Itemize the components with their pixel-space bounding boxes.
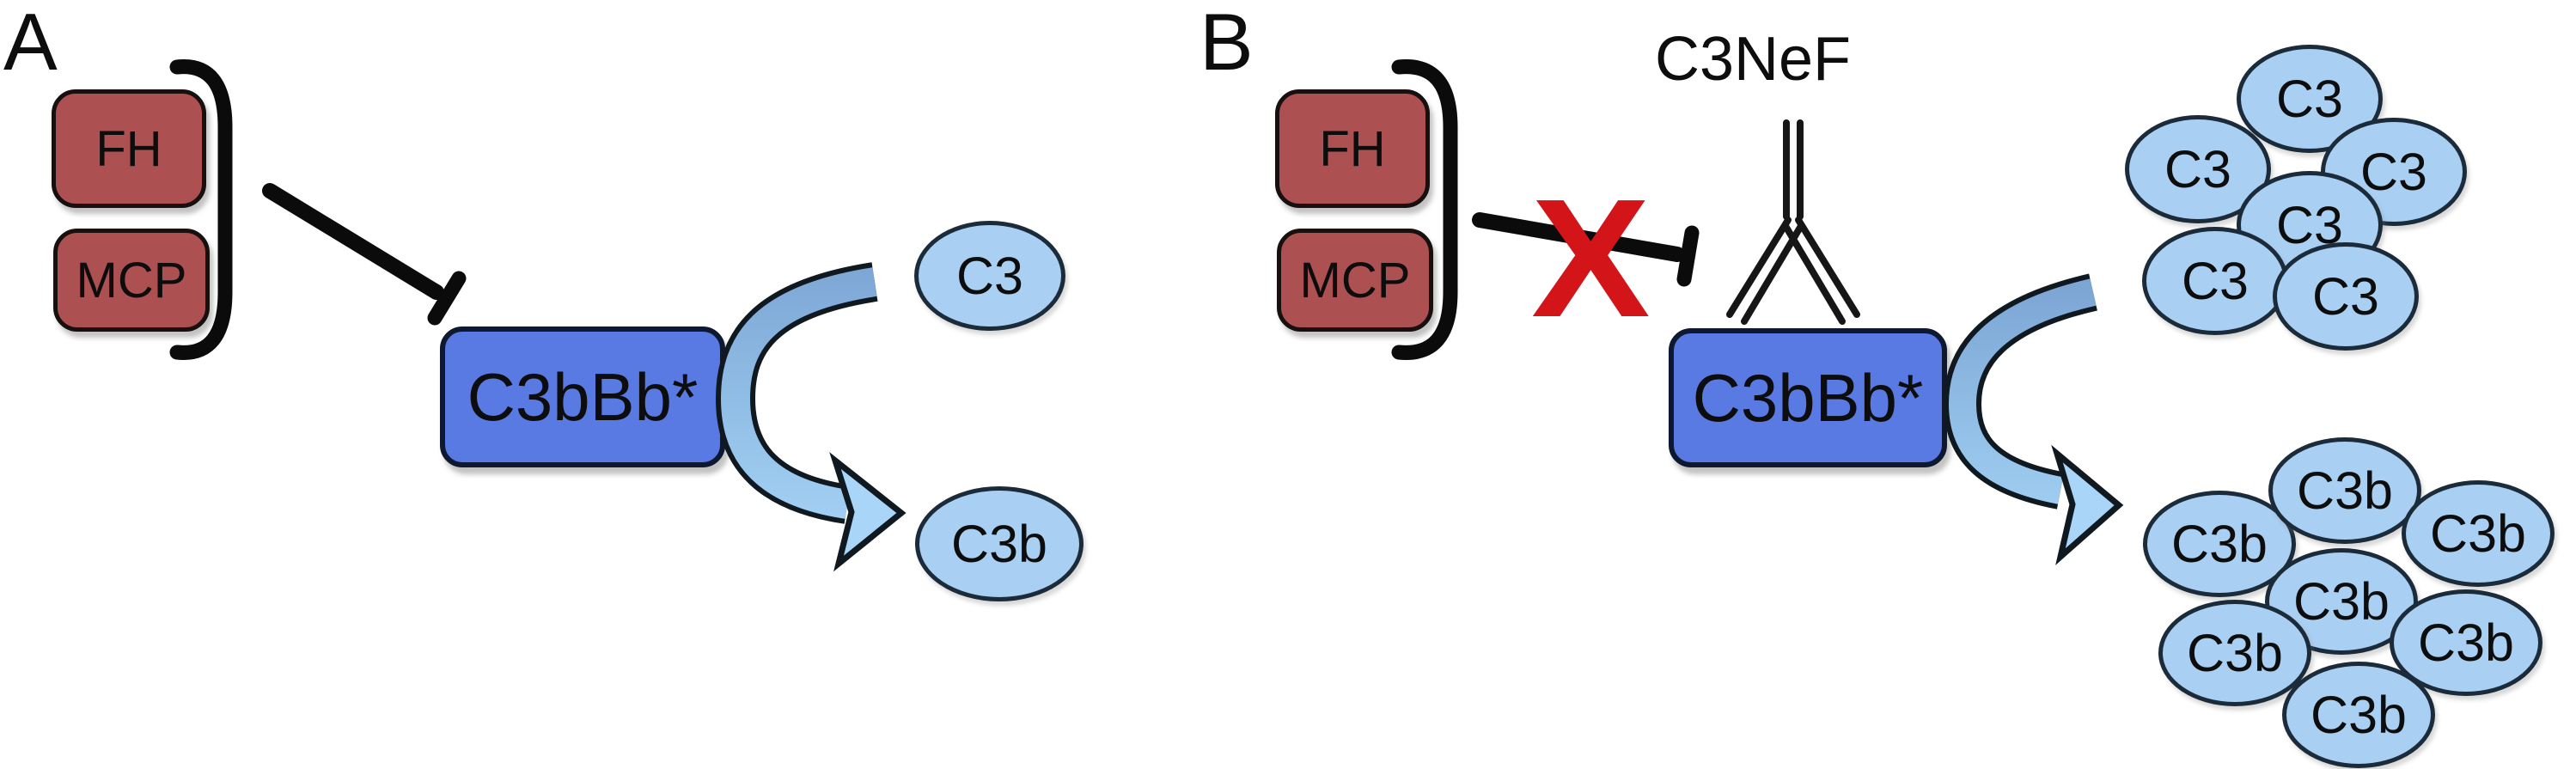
mcp-box-b: MCP bbox=[1277, 229, 1433, 332]
c3b-cluster-ellipse: C3b bbox=[2282, 662, 2435, 768]
panel-a-label: A bbox=[3, 0, 58, 87]
c3nef-label: C3NeF bbox=[1654, 25, 1852, 94]
fh-box-a: FH bbox=[52, 89, 206, 208]
fh-box-b: FH bbox=[1275, 89, 1430, 208]
inhibition-arrow-a bbox=[262, 183, 467, 326]
c3b-cluster-label: C3b bbox=[2310, 686, 2407, 744]
c3-label-a: C3 bbox=[956, 247, 1023, 305]
convertase-box-a: C3bBb* bbox=[440, 327, 725, 467]
c3b-cluster-label: C3b bbox=[2293, 572, 2390, 631]
c3b-cluster-label: C3b bbox=[2297, 461, 2393, 520]
inhibition-arrow-b bbox=[1472, 212, 1700, 287]
c3b-cluster-ellipse: C3b bbox=[2143, 491, 2296, 597]
c3b-cluster-label: C3b bbox=[2171, 515, 2268, 573]
mcp-label-a: MCP bbox=[76, 252, 187, 308]
c3b-cluster-ellipse: C3b bbox=[2265, 548, 2418, 655]
c3b-cluster-label: C3b bbox=[2418, 613, 2514, 672]
fh-label-b: FH bbox=[1319, 120, 1386, 177]
antibody-icon bbox=[1726, 119, 1860, 325]
convertase-label-b: C3bBb* bbox=[1692, 359, 1924, 436]
c3-cluster-label: C3 bbox=[2360, 143, 2427, 201]
c3b-cluster-label: C3b bbox=[2430, 504, 2526, 563]
c3-cluster-label: C3 bbox=[2312, 267, 2379, 326]
fh-label-a: FH bbox=[95, 120, 162, 177]
regulator-bracket-b bbox=[1391, 59, 1458, 360]
c3b-cluster-ellipse: C3b bbox=[2158, 600, 2311, 706]
c3b-label-a: C3b bbox=[951, 515, 1047, 573]
conversion-arrow-b bbox=[1943, 273, 2124, 565]
convertase-box-b: C3bBb* bbox=[1669, 328, 1947, 467]
mcp-label-b: MCP bbox=[1299, 252, 1411, 308]
conversion-arrow-a bbox=[715, 262, 906, 572]
mcp-box-a: MCP bbox=[53, 229, 210, 332]
c3-cluster-ellipse: C3 bbox=[2142, 227, 2288, 335]
convertase-label-a: C3bBb* bbox=[467, 358, 699, 435]
c3-cluster-ellipse: C3 bbox=[2321, 118, 2467, 226]
c3b-cluster-label: C3b bbox=[2187, 624, 2283, 682]
c3b-cluster-ellipse: C3b bbox=[2402, 480, 2555, 587]
c3-cluster-ellipse: C3 bbox=[2237, 45, 2383, 153]
c3-ellipse-a: C3 bbox=[914, 221, 1065, 331]
c3b-ellipse-a: C3b bbox=[915, 486, 1084, 601]
c3-cluster-label: C3 bbox=[2276, 70, 2343, 128]
c3-cluster-label: C3 bbox=[2182, 252, 2249, 310]
panel-b-label: B bbox=[1199, 0, 1254, 87]
regulator-bracket-a bbox=[169, 59, 233, 360]
c3-cluster-ellipse: C3 bbox=[2273, 242, 2419, 351]
red-x-icon: X bbox=[1531, 164, 1651, 352]
c3-cluster-label: C3 bbox=[2164, 140, 2231, 198]
c3b-cluster-ellipse: C3b bbox=[2268, 437, 2421, 544]
